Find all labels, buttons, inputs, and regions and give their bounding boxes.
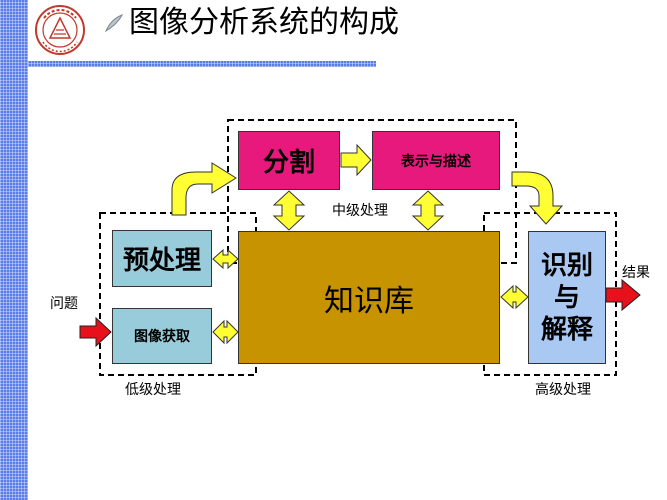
- problem-label: 问题: [50, 296, 78, 312]
- preprocessing-label: 预处理: [122, 246, 201, 276]
- arrow-preprocess-knowledge: [212, 248, 239, 270]
- left-decorative-bar: [0, 0, 28, 500]
- knowledge-base-label: 知识库: [324, 283, 414, 319]
- recognition-label-line-3: 解释: [540, 314, 593, 345]
- segmentation-label: 分割: [262, 148, 315, 178]
- slide-title: 图像分析系统的构成: [129, 5, 399, 40]
- representation-description-box: 表示与描述: [372, 131, 500, 190]
- result-label: 结果: [622, 265, 650, 281]
- feather-bullet-icon: [104, 14, 124, 33]
- mid-level-processing-label: 中级处理: [332, 203, 388, 219]
- low-level-dashed-frame: [99, 212, 257, 376]
- arrow-representation-to-recognition: [511, 171, 564, 225]
- high-level-processing-label: 高级处理: [535, 382, 591, 398]
- arrow-preprocess-to-segmentation: [171, 162, 237, 216]
- arrow-representation-knowledge: [411, 190, 445, 231]
- university-logo: [35, 5, 85, 55]
- recognition-label-line-1: 识别: [540, 250, 593, 281]
- recognition-label-line-2: 与: [553, 282, 580, 313]
- arrow-problem-input: [79, 316, 112, 348]
- recognition-interpretation-box: 识别 与 解释: [528, 231, 606, 364]
- image-acquisition-label: 图像获取: [134, 329, 190, 345]
- arrow-segmentation-knowledge: [272, 190, 306, 231]
- arrow-result-output: [605, 278, 641, 312]
- arrow-segmentation-to-representation: [340, 143, 372, 177]
- preprocessing-box: 预处理: [112, 230, 212, 287]
- knowledge-base-box: 知识库: [238, 231, 500, 364]
- segmentation-box: 分割: [238, 131, 340, 190]
- representation-description-label: 表示与描述: [401, 153, 471, 170]
- arrow-acquisition-knowledge: [212, 319, 239, 345]
- low-level-processing-label: 低级处理: [125, 382, 181, 398]
- arrow-knowledge-recognition: [500, 284, 529, 310]
- title-underline-bar: [28, 61, 376, 67]
- image-acquisition-box: 图像获取: [112, 308, 212, 364]
